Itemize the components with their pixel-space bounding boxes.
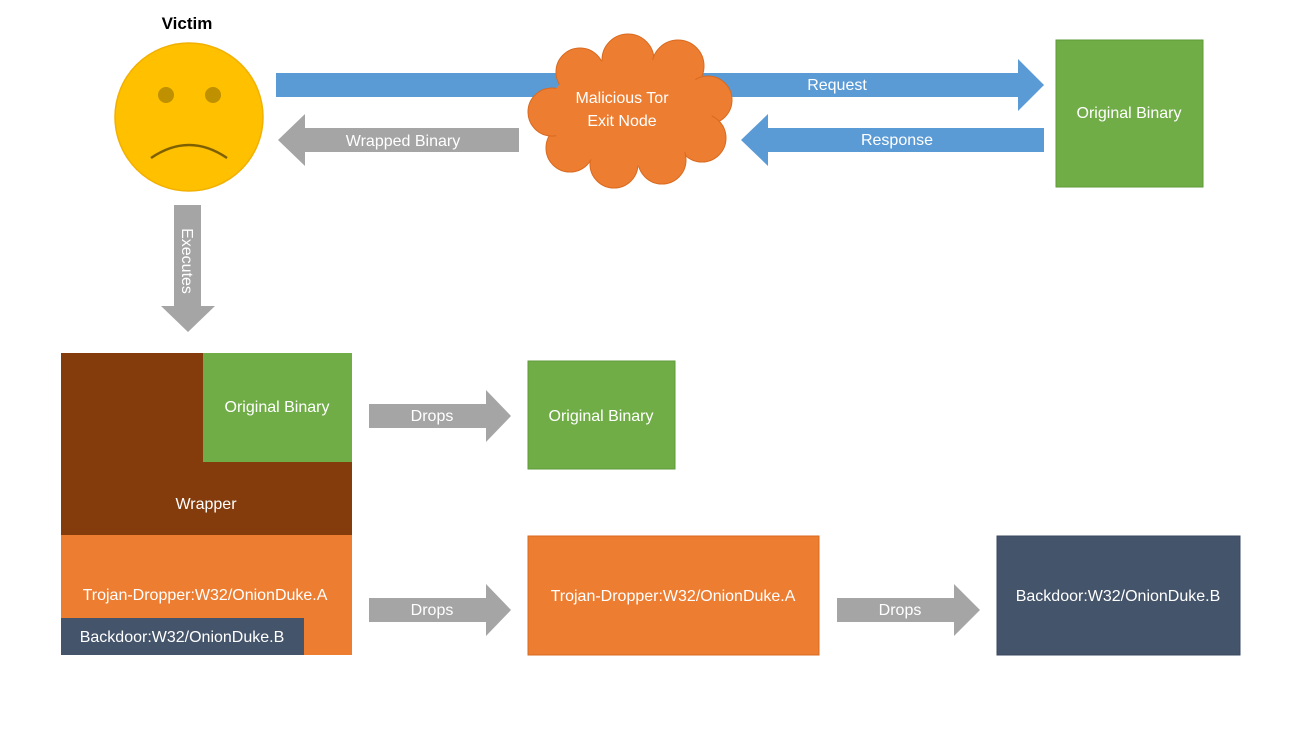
wrapper-trojan-label: Trojan-Dropper:W32/OnionDuke.A — [83, 587, 328, 604]
executes-label: Executes — [178, 228, 195, 294]
drops-arrow-3: Drops — [837, 584, 980, 636]
dropped-original-binary-label: Original Binary — [549, 408, 654, 425]
wrapper-backdoor-block — [61, 618, 304, 655]
drops-label-1: Drops — [411, 408, 454, 425]
exit-node-label-line2: Exit Node — [587, 113, 656, 130]
response-arrow: Response — [741, 114, 1044, 166]
response-label: Response — [861, 132, 933, 149]
dropped-trojan-box: Trojan-Dropper:W32/OnionDuke.A — [527, 535, 820, 656]
executes-arrow: Executes — [161, 205, 215, 332]
drops-label-2: Drops — [411, 602, 454, 619]
wrapper-original-binary-label: Original Binary — [225, 399, 330, 416]
victim-label: Victim — [162, 14, 213, 33]
malicious-exit-node-cloud-icon: Malicious Tor Exit Node — [527, 33, 733, 189]
drops-arrow-1: Drops — [369, 390, 511, 442]
wrapped-binary-composite: Original Binary Wrapper Trojan-Dropper:W… — [61, 353, 352, 655]
drops-arrow-2: Drops — [369, 584, 511, 636]
original-binary-top-label: Original Binary — [1077, 105, 1182, 122]
original-binary-server-box: Original Binary — [1055, 39, 1204, 188]
wrapper-original-binary-block — [203, 353, 352, 462]
wrapped-binary-arrow: Wrapped Binary — [278, 114, 519, 166]
dropped-backdoor-box: Backdoor:W32/OnionDuke.B — [996, 535, 1241, 656]
dropped-trojan-label: Trojan-Dropper:W32/OnionDuke.A — [551, 588, 796, 605]
wrapped-binary-label: Wrapped Binary — [346, 133, 460, 150]
drops-label-3: Drops — [879, 602, 922, 619]
request-label: Request — [807, 77, 867, 94]
dropped-original-binary-box: Original Binary — [527, 360, 676, 470]
victim-sad-face-icon — [114, 42, 264, 192]
wrapper-label: Wrapper — [175, 496, 237, 513]
wrapper-backdoor-label: Backdoor:W32/OnionDuke.B — [80, 629, 285, 646]
exit-node-label-line1: Malicious Tor — [575, 90, 669, 107]
dropped-backdoor-label: Backdoor:W32/OnionDuke.B — [1016, 588, 1221, 605]
